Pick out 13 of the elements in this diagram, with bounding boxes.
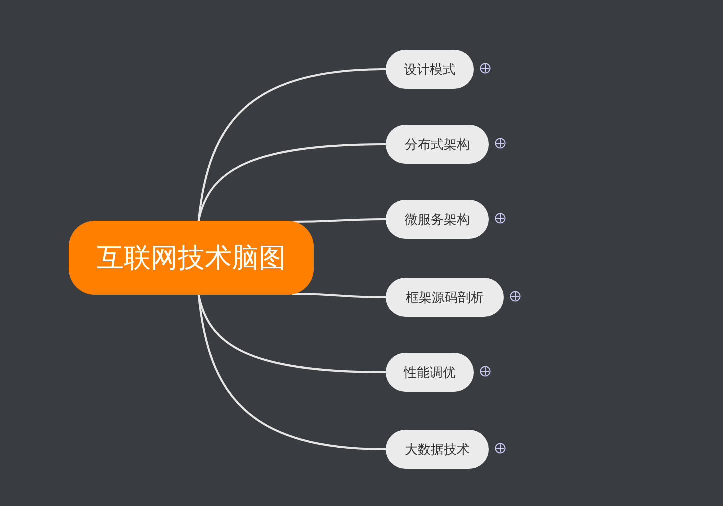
topic-pill: 框架源码剖析 (386, 278, 504, 317)
topic-pill: 大数据技术 (386, 430, 489, 469)
branch-line (198, 294, 386, 450)
branch-line (198, 68, 386, 222)
branch-line (198, 294, 386, 374)
central-topic: 互联网技术脑图 (69, 221, 314, 295)
topic-pill: 分布式架构 (386, 125, 489, 164)
topic-pill: 微服务架构 (386, 200, 489, 239)
branch-line (292, 293, 386, 298)
branch-line (292, 218, 386, 223)
topic-pill: 性能调优 (386, 353, 474, 392)
topic-pill: 设计模式 (386, 50, 474, 89)
branch-line (198, 144, 386, 222)
